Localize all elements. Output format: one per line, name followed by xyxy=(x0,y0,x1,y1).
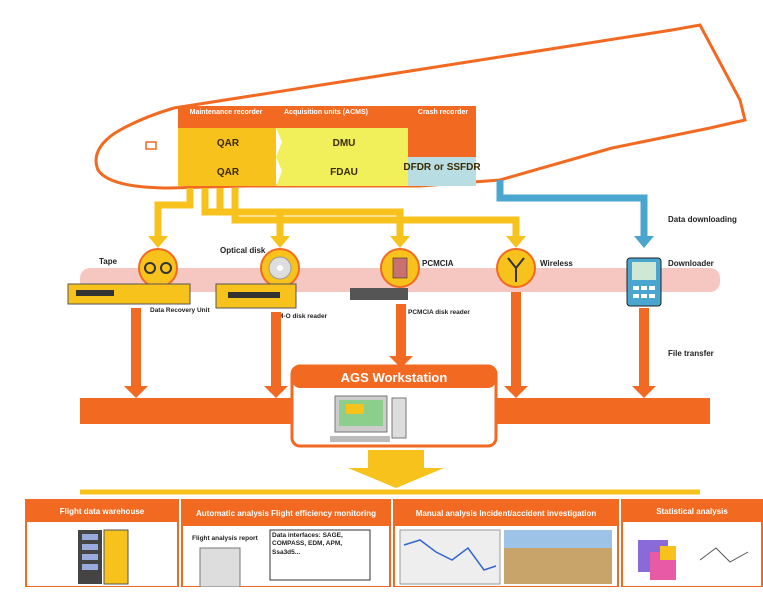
bottom-title-automatic: Automatic analysis Flight efficiency mon… xyxy=(196,509,376,518)
bottom-title-warehouse: Flight data warehouse xyxy=(60,507,145,516)
media-label-pcmcia: PCMCIA xyxy=(422,259,454,268)
bottom-title-statistical: Statistical analysis xyxy=(656,507,728,516)
yellow-arrowheads xyxy=(148,236,526,248)
cell-label-dmu: DMU xyxy=(333,138,356,149)
cell-crash-top xyxy=(408,128,476,157)
workstation-title: AGS Workstation xyxy=(341,370,448,385)
reader-label-pcmcia: PCMCIA disk reader xyxy=(408,309,470,316)
cell-label-qar-2: QAR xyxy=(217,167,240,178)
header-cell-acquisition: Acquisition units (ACMS) xyxy=(284,109,368,116)
cell-label-qar-1: QAR xyxy=(217,138,240,149)
cell-label-fdau: FDAU xyxy=(330,167,358,178)
file-transfer-label: File transfer xyxy=(668,349,714,358)
header-cell-crash: Crash recorder xyxy=(418,109,468,116)
media-label-optical: Optical disk xyxy=(220,246,266,255)
teal-flow xyxy=(500,180,644,238)
cell-label-dfdr: DFDR or SSFDR xyxy=(403,162,481,173)
downloader-icon xyxy=(627,258,661,306)
media-label-downloader: Downloader xyxy=(668,259,714,268)
media-label-wireless: Wireless xyxy=(540,259,573,268)
pcmcia-disk-reader-device xyxy=(350,288,408,300)
flight-analysis-report-label: Flight analysis report xyxy=(192,535,259,542)
data-recovery-unit-device xyxy=(68,284,190,304)
cockpit-window xyxy=(146,142,156,149)
yellow-flow xyxy=(158,188,516,238)
reader-label-dru: Data Recovery Unit xyxy=(150,307,210,314)
big-down-arrow xyxy=(348,450,444,488)
reader-label-mo: M-O disk reader xyxy=(278,313,328,320)
header-cell-maintenance: Maintenance recorder xyxy=(190,109,263,116)
mo-disk-reader-device xyxy=(216,284,296,308)
data-interfaces-note: Data interfaces: SAGE, COMPASS, EDM, APM… xyxy=(272,532,368,557)
teal-arrowhead xyxy=(634,236,654,248)
bottom-title-manual: Manual analysis Incident/accident invest… xyxy=(416,509,597,518)
media-label-tape: Tape xyxy=(99,257,118,266)
data-downloading-label: Data downloading xyxy=(668,215,737,224)
